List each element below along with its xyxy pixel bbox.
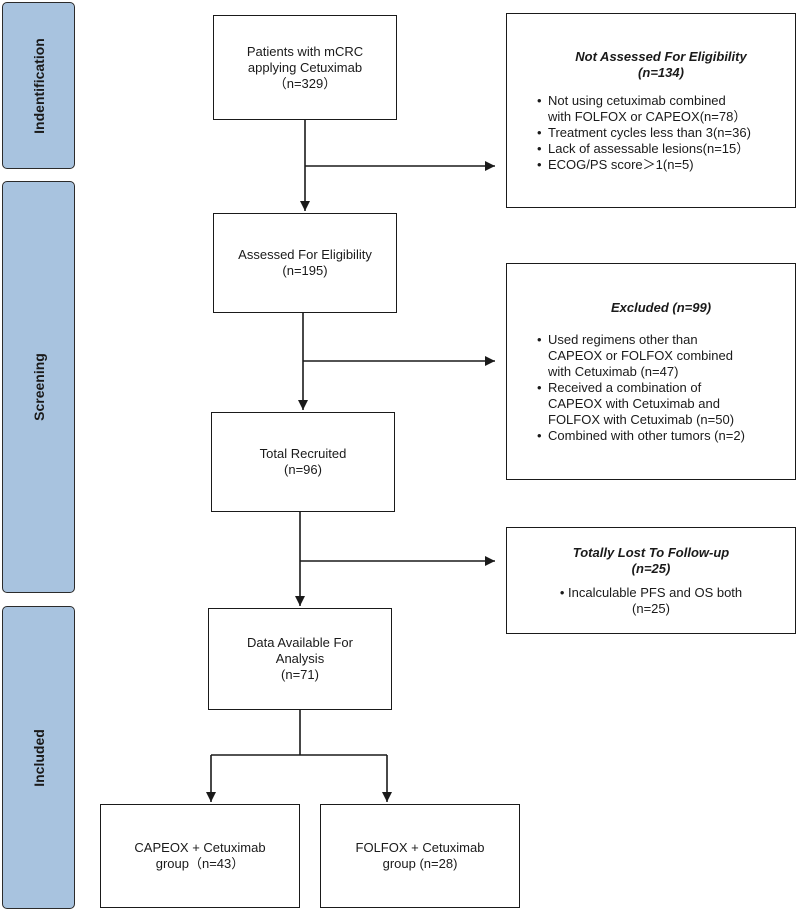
recruited-box: Total Recruited (n=96) [211, 412, 395, 512]
not-assessed-list: Not using cetuximab combined with FOLFOX… [537, 93, 785, 173]
excluded-item-2b: CAPEOX with Cetuximab and [548, 395, 720, 411]
not-assessed-item: Not using cetuximab combined with FOLFOX… [537, 93, 785, 125]
lost-title-1: Totally Lost To Follow-up [572, 544, 730, 560]
excluded-item: Combined with other tumors (n=2) [537, 428, 785, 444]
recruited-line-2: (n=96) [284, 462, 322, 477]
excluded-item-1a: Used regimens other than [548, 331, 698, 347]
excluded-item-1b: CAPEOX or FOLFOX combined [548, 347, 733, 363]
not-assessed-box: Not Assessed For Eligibility (n=134) Not… [506, 13, 796, 208]
not-assessed-item: Treatment cycles less than 3(n=36) [537, 125, 785, 141]
excluded-title-text: Excluded (n=99) [610, 299, 712, 315]
excluded-item: Used regimens other than CAPEOX or FOLFO… [537, 332, 785, 380]
not-assessed-item-3: Lack of assessable lesions(n=15） [548, 140, 750, 156]
assessed-box: Assessed For Eligibility (n=195) [213, 213, 397, 313]
not-assessed-item: ECOG/PS score＞1(n=5) [537, 157, 785, 173]
folfox-line-1: FOLFOX + Cetuximab [355, 840, 485, 855]
recruited-line-1: Total Recruited [259, 446, 347, 461]
phase-screening: Screening [2, 181, 75, 593]
not-assessed-item-2: Treatment cycles less than 3(n=36) [548, 124, 751, 140]
folfox-line-2: group (n=28) [382, 856, 458, 871]
excluded-item-2c: FOLFOX with Cetuximab (n=50) [548, 411, 735, 427]
not-assessed-item-1b: with FOLFOX or CAPEOX(n=78） [548, 108, 747, 124]
lost-followup-box: Totally Lost To Follow-up (n=25) • Incal… [506, 527, 796, 634]
capeox-line-1: CAPEOX + Cetuximab [134, 840, 266, 855]
excluded-item-1c: with Cetuximab (n=47) [548, 363, 679, 379]
not-assessed-title-2: (n=134) [638, 64, 684, 80]
not-assessed-item-4: ECOG/PS score＞1(n=5) [548, 156, 694, 172]
patients-line-2: applying Cetuximab [247, 59, 363, 75]
excluded-list: Used regimens other than CAPEOX or FOLFO… [537, 332, 785, 444]
assessed-line-2: (n=195) [282, 263, 328, 278]
excluded-item: Received a combination of CAPEOX with Ce… [537, 380, 785, 428]
available-line-2: Analysis [275, 651, 325, 666]
not-assessed-item-1a: Not using cetuximab combined [548, 92, 726, 108]
capeox-line-2: group（n=43） [155, 856, 245, 871]
not-assessed-item: Lack of assessable lesions(n=15） [537, 141, 785, 157]
available-line-1: Data Available For [247, 635, 353, 650]
lost-item: • Incalculable PFS and OS both (n=25) [517, 585, 785, 617]
lost-title-2: (n=25) [631, 560, 671, 576]
lost-item-b: (n=25) [632, 600, 670, 616]
excluded-item-2a: Received a combination of [548, 379, 702, 395]
patients-line-1: Patients with mCRC [246, 43, 364, 59]
excluded-item-3: Combined with other tumors (n=2) [548, 427, 745, 443]
not-assessed-title-1: Not Assessed For Eligibility [575, 48, 747, 64]
assessed-line-1: Assessed For Eligibility [238, 247, 372, 262]
available-box: Data Available For Analysis (n=71) [208, 608, 392, 710]
not-assessed-title: Not Assessed For Eligibility (n=134) [537, 49, 785, 81]
capeox-group-box: CAPEOX + Cetuximab group（n=43） [100, 804, 300, 908]
lost-item-a: • Incalculable PFS and OS both [559, 584, 743, 600]
lost-list: • Incalculable PFS and OS both (n=25) [517, 585, 785, 617]
available-line-3: (n=71) [281, 667, 319, 682]
excluded-box: Excluded (n=99) Used regimens other than… [506, 263, 796, 480]
excluded-title: Excluded (n=99) [537, 300, 785, 316]
patients-line-3: （n=329） [273, 75, 337, 91]
phase-identification: Indentification [2, 2, 75, 169]
patients-box: Patients with mCRC applying Cetuximab （n… [213, 15, 397, 120]
folfox-group-box: FOLFOX + Cetuximab group (n=28) [320, 804, 520, 908]
lost-title: Totally Lost To Follow-up (n=25) [517, 545, 785, 577]
phase-included: Included [2, 606, 75, 909]
